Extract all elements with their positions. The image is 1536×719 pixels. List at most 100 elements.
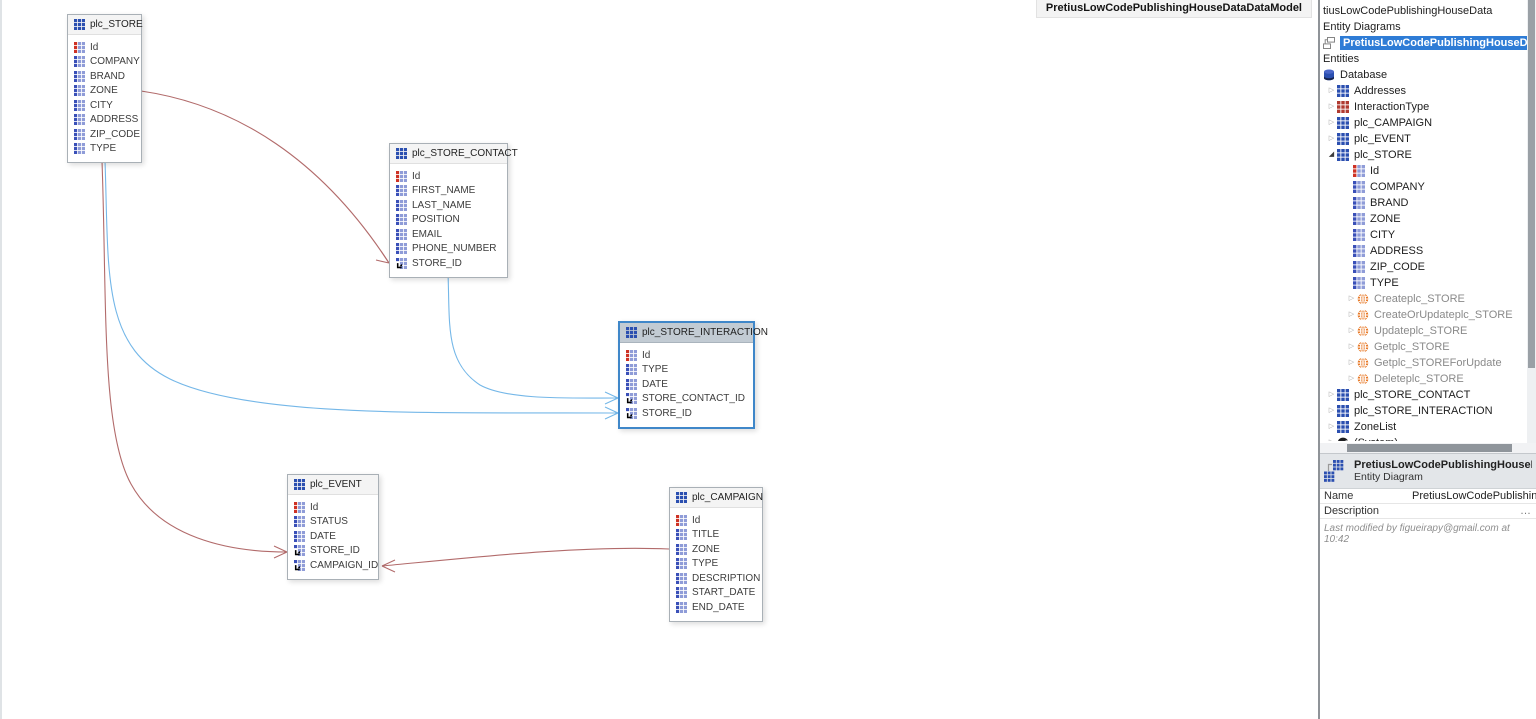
entity-plc-campaign[interactable]: plc_CAMPAIGN Id TITLE ZONE TYPE DESCRIPT… [669,487,763,622]
entity-plc-store[interactable]: plc_STORE Id COMPANY BRAND ZONE CITY ADD… [67,14,143,163]
relation-store-to-event[interactable] [101,160,288,559]
tree-item-entities[interactable]: Entities [1320,51,1527,67]
expander-icon[interactable]: ▷ [1328,423,1335,430]
expander-icon[interactable]: ▷ [1348,295,1355,302]
description-ellipsis-button[interactable]: … [1520,505,1531,517]
entity-field-row[interactable]: CITY [68,98,141,113]
tree-item-plc-event[interactable]: ▷plc_EVENT [1320,131,1527,147]
tree-item-column-brand[interactable]: BRAND [1320,195,1527,211]
entity-field-row[interactable]: STORE_ID [288,544,378,559]
expander-icon[interactable]: ▷ [1328,87,1335,94]
entity-header[interactable]: plc_STORE_INTERACTION [620,323,768,343]
tree-item-column-city[interactable]: CITY [1320,227,1527,243]
relation-store-to-storecontact[interactable] [140,90,390,264]
tree-item-database[interactable]: Database [1320,67,1527,83]
tree-horizontal-scrollbar[interactable] [1320,443,1536,453]
entity-field-row[interactable]: Id [390,169,507,184]
expander-icon[interactable]: ▷ [1348,311,1355,318]
entity-field-row[interactable]: POSITION [390,213,507,228]
entity-field-row[interactable]: CAMPAIGN_ID [288,558,378,573]
tree-item-plc-campaign[interactable]: ▷plc_CAMPAIGN [1320,115,1527,131]
tree-item-column-company[interactable]: COMPANY [1320,179,1527,195]
entity-field-row[interactable]: FIRST_NAME [390,184,507,199]
expander-icon[interactable]: ▷ [1328,407,1335,414]
entity-field-row[interactable]: DESCRIPTION [670,571,762,586]
entity-header[interactable]: plc_CAMPAIGN [670,488,763,508]
tree-item-updateplc-store[interactable]: ▷Updateplc_STORE [1320,323,1527,339]
tree-item-interactiontype[interactable]: ▷InteractionType [1320,99,1527,115]
scrollbar-thumb[interactable] [1347,444,1512,452]
expander-icon[interactable]: ▷ [1328,119,1335,126]
relation-campaign-to-event[interactable] [381,547,670,573]
tree-item-plc-store-contact[interactable]: ▷plc_STORE_CONTACT [1320,387,1527,403]
tree-item-plc-store[interactable]: ◢plc_STORE [1320,147,1527,163]
tree-item-getplc-storeforupdate[interactable]: ▷Getplc_STOREForUpdate [1320,355,1527,371]
entity-field-row[interactable]: TITLE [670,528,762,543]
tree-item-zonelist[interactable]: ▷ZoneList [1320,419,1527,435]
expander-icon[interactable]: ▷ [1348,343,1355,350]
expander-icon[interactable]: ▷ [1348,359,1355,366]
entity-field-row[interactable]: Id [620,348,753,363]
tree-item-entity-diagram-selected[interactable]: PretiusLowCodePublishingHouseDataDataMod… [1320,35,1527,51]
entity-field-row[interactable]: PHONE_NUMBER [390,242,507,257]
entity-field-row[interactable]: Id [670,513,762,528]
name-value-field[interactable]: PretiusLowCodePublishingHouseDataDataMod… [1412,490,1536,502]
entity-field-row[interactable]: STORE_ID [390,256,507,271]
expander-icon[interactable]: ▷ [1328,103,1335,110]
tree-item-column-type[interactable]: TYPE [1320,275,1527,291]
tree-item-createplc-store[interactable]: ▷Createplc_STORE [1320,291,1527,307]
tree-item-column-zone[interactable]: ZONE [1320,211,1527,227]
entity-field-row[interactable]: COMPANY [68,55,141,70]
entity-plc-store-contact[interactable]: plc_STORE_CONTACT Id FIRST_NAME LAST_NAM… [389,143,518,278]
entity-field-row[interactable]: DATE [288,529,378,544]
expander-icon[interactable]: ▷ [1348,375,1355,382]
entity-field-row[interactable]: TYPE [670,557,762,572]
entity-field-row[interactable]: LAST_NAME [390,198,507,213]
entity-field-row[interactable]: DATE [620,377,753,392]
relation-storecontact-to-storeinteraction[interactable] [447,272,619,405]
tree-item-addresses[interactable]: ▷Addresses [1320,83,1527,99]
tree-item-system[interactable]: ▷(System) [1320,435,1527,441]
tree-item-column-address[interactable]: ADDRESS [1320,243,1527,259]
entity-field-row[interactable]: STATUS [288,515,378,530]
scrollbar-thumb[interactable] [1528,0,1535,368]
relation-store-to-storeinteraction[interactable] [104,160,619,420]
tree-item-getplc-store[interactable]: ▷Getplc_STORE [1320,339,1527,355]
entity-plc-store-interaction[interactable]: plc_STORE_INTERACTION Id TYPE DATE STORE… [618,321,768,429]
diagram-canvas[interactable]: PretiusLowCodePublishingHouseDataDataMod… [0,0,1318,719]
entity-header[interactable]: plc_STORE_CONTACT [390,144,518,164]
entity-field-row[interactable]: ZONE [670,542,762,557]
entity-field-row[interactable]: STORE_ID [620,406,753,421]
entity-field-row[interactable]: ZIP_CODE [68,127,141,142]
tree-item-createorupdateplc-store[interactable]: ▷CreateOrUpdateplc_STORE [1320,307,1527,323]
expander-icon[interactable]: ▷ [1328,135,1335,142]
expander-icon[interactable]: ◢ [1328,151,1335,158]
expander-icon[interactable]: ▷ [1328,391,1335,398]
property-row-description[interactable]: Description … [1320,504,1536,519]
tree-item-column-zip-code[interactable]: ZIP_CODE [1320,259,1527,275]
entity-plc-event[interactable]: plc_EVENT Id STATUS DATE STORE_ID CAMPAI… [287,474,379,580]
expander-icon[interactable]: ▷ [1326,435,1337,441]
tree-item-entity-diagrams[interactable]: Entity Diagrams [1320,19,1527,35]
entity-field-row[interactable]: START_DATE [670,586,762,601]
entity-field-row[interactable]: Id [68,40,141,55]
tree-item-deleteplc-store[interactable]: ▷Deleteplc_STORE [1320,371,1527,387]
entity-field-row[interactable]: STORE_CONTACT_ID [620,392,753,407]
entity-field-row[interactable]: END_DATE [670,600,762,615]
tree-item-column-id[interactable]: Id [1320,163,1527,179]
property-row-name[interactable]: Name PretiusLowCodePublishingHouseDataDa… [1320,489,1536,504]
entity-field-row[interactable]: TYPE [68,142,141,157]
entity-field-row[interactable]: ZONE [68,84,141,99]
entity-field-row[interactable]: BRAND [68,69,141,84]
tree-item-plc-store-interaction[interactable]: ▷plc_STORE_INTERACTION [1320,403,1527,419]
diagram-tab[interactable]: PretiusLowCodePublishingHouseDataDataMod… [1035,0,1312,18]
entity-field-row[interactable]: TYPE [620,363,753,378]
entity-field-row[interactable]: EMAIL [390,227,507,242]
entity-field-row[interactable]: ADDRESS [68,113,141,128]
tree-item-root[interactable]: tiusLowCodePublishingHouseData [1320,3,1527,19]
tree-vertical-scrollbar[interactable] [1527,0,1536,443]
expander-icon[interactable]: ▷ [1348,327,1355,334]
entity-header[interactable]: plc_STORE [68,15,143,35]
entity-header[interactable]: plc_EVENT [288,475,378,495]
entity-field-row[interactable]: Id [288,500,378,515]
